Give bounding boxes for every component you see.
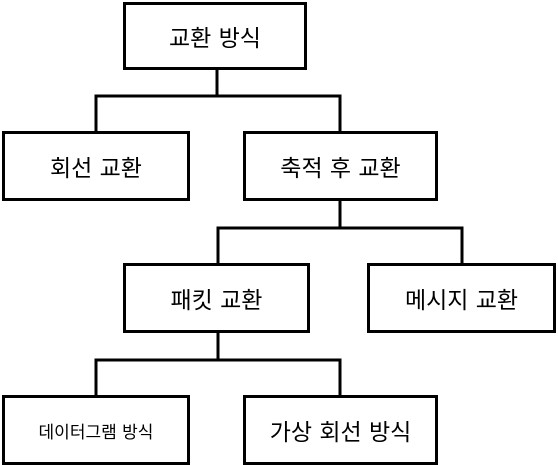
node-datagram: 데이터그램 방식 (2, 395, 190, 465)
node-virtual-circuit: 가상 회선 방식 (243, 395, 438, 465)
node-packet-switching: 패킷 교환 (123, 263, 310, 333)
node-store-and-forward: 축적 후 교환 (243, 131, 438, 201)
node-circuit-switching: 회선 교환 (2, 131, 190, 201)
node-switching-methods: 교환 방식 (123, 2, 307, 70)
node-message-switching: 메시지 교환 (367, 263, 556, 333)
